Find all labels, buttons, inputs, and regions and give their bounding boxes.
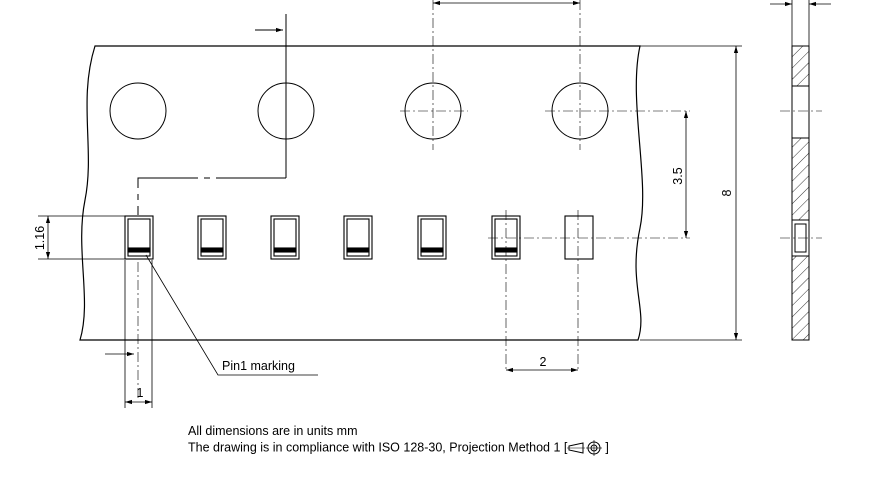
side-section-view: [791, 45, 810, 341]
dim-pad-height: [38, 215, 125, 260]
projection-method-1-icon: [567, 440, 605, 456]
dim-pad-height-label: 1.16: [33, 226, 47, 250]
dim-tape-width: [640, 45, 742, 341]
pocket-4: [343, 215, 373, 260]
dim-tape-width-label: 8: [720, 189, 734, 196]
pocket-2: [197, 215, 227, 260]
dim-hole-pitch-label: 3.5: [671, 167, 685, 184]
hole-centerlines: [285, 0, 690, 150]
side-view-centerlines: [780, 110, 822, 239]
tape-outline: [79, 45, 644, 341]
pocket-centerlines: [137, 210, 690, 400]
pocket-3: [270, 215, 300, 260]
pin1-reference-line: [137, 14, 287, 215]
dim-tape-thickness: [770, 0, 831, 46]
pin1-callout-leader: [145, 254, 318, 376]
component-pockets: [124, 215, 594, 260]
pin1-callout-label: Pin1 marking: [222, 359, 295, 373]
units-note: All dimensions are in units mm: [188, 424, 358, 438]
pocket-1: [124, 215, 154, 260]
dim-pad-pitch-label: 2: [540, 355, 547, 369]
dim-pin-offset-label: 1: [137, 386, 144, 400]
sprocket-holes: [109, 82, 609, 140]
pocket-7-empty: [564, 215, 594, 260]
compliance-text: The drawing is in compliance with ISO 12…: [188, 440, 568, 455]
pocket-5: [417, 215, 447, 260]
dim-pin-offset: [105, 260, 153, 408]
sprocket-hole-1: [109, 82, 167, 140]
compliance-suffix: ]: [605, 440, 609, 455]
compliance-note: The drawing is in compliance with ISO 12…: [188, 440, 609, 456]
